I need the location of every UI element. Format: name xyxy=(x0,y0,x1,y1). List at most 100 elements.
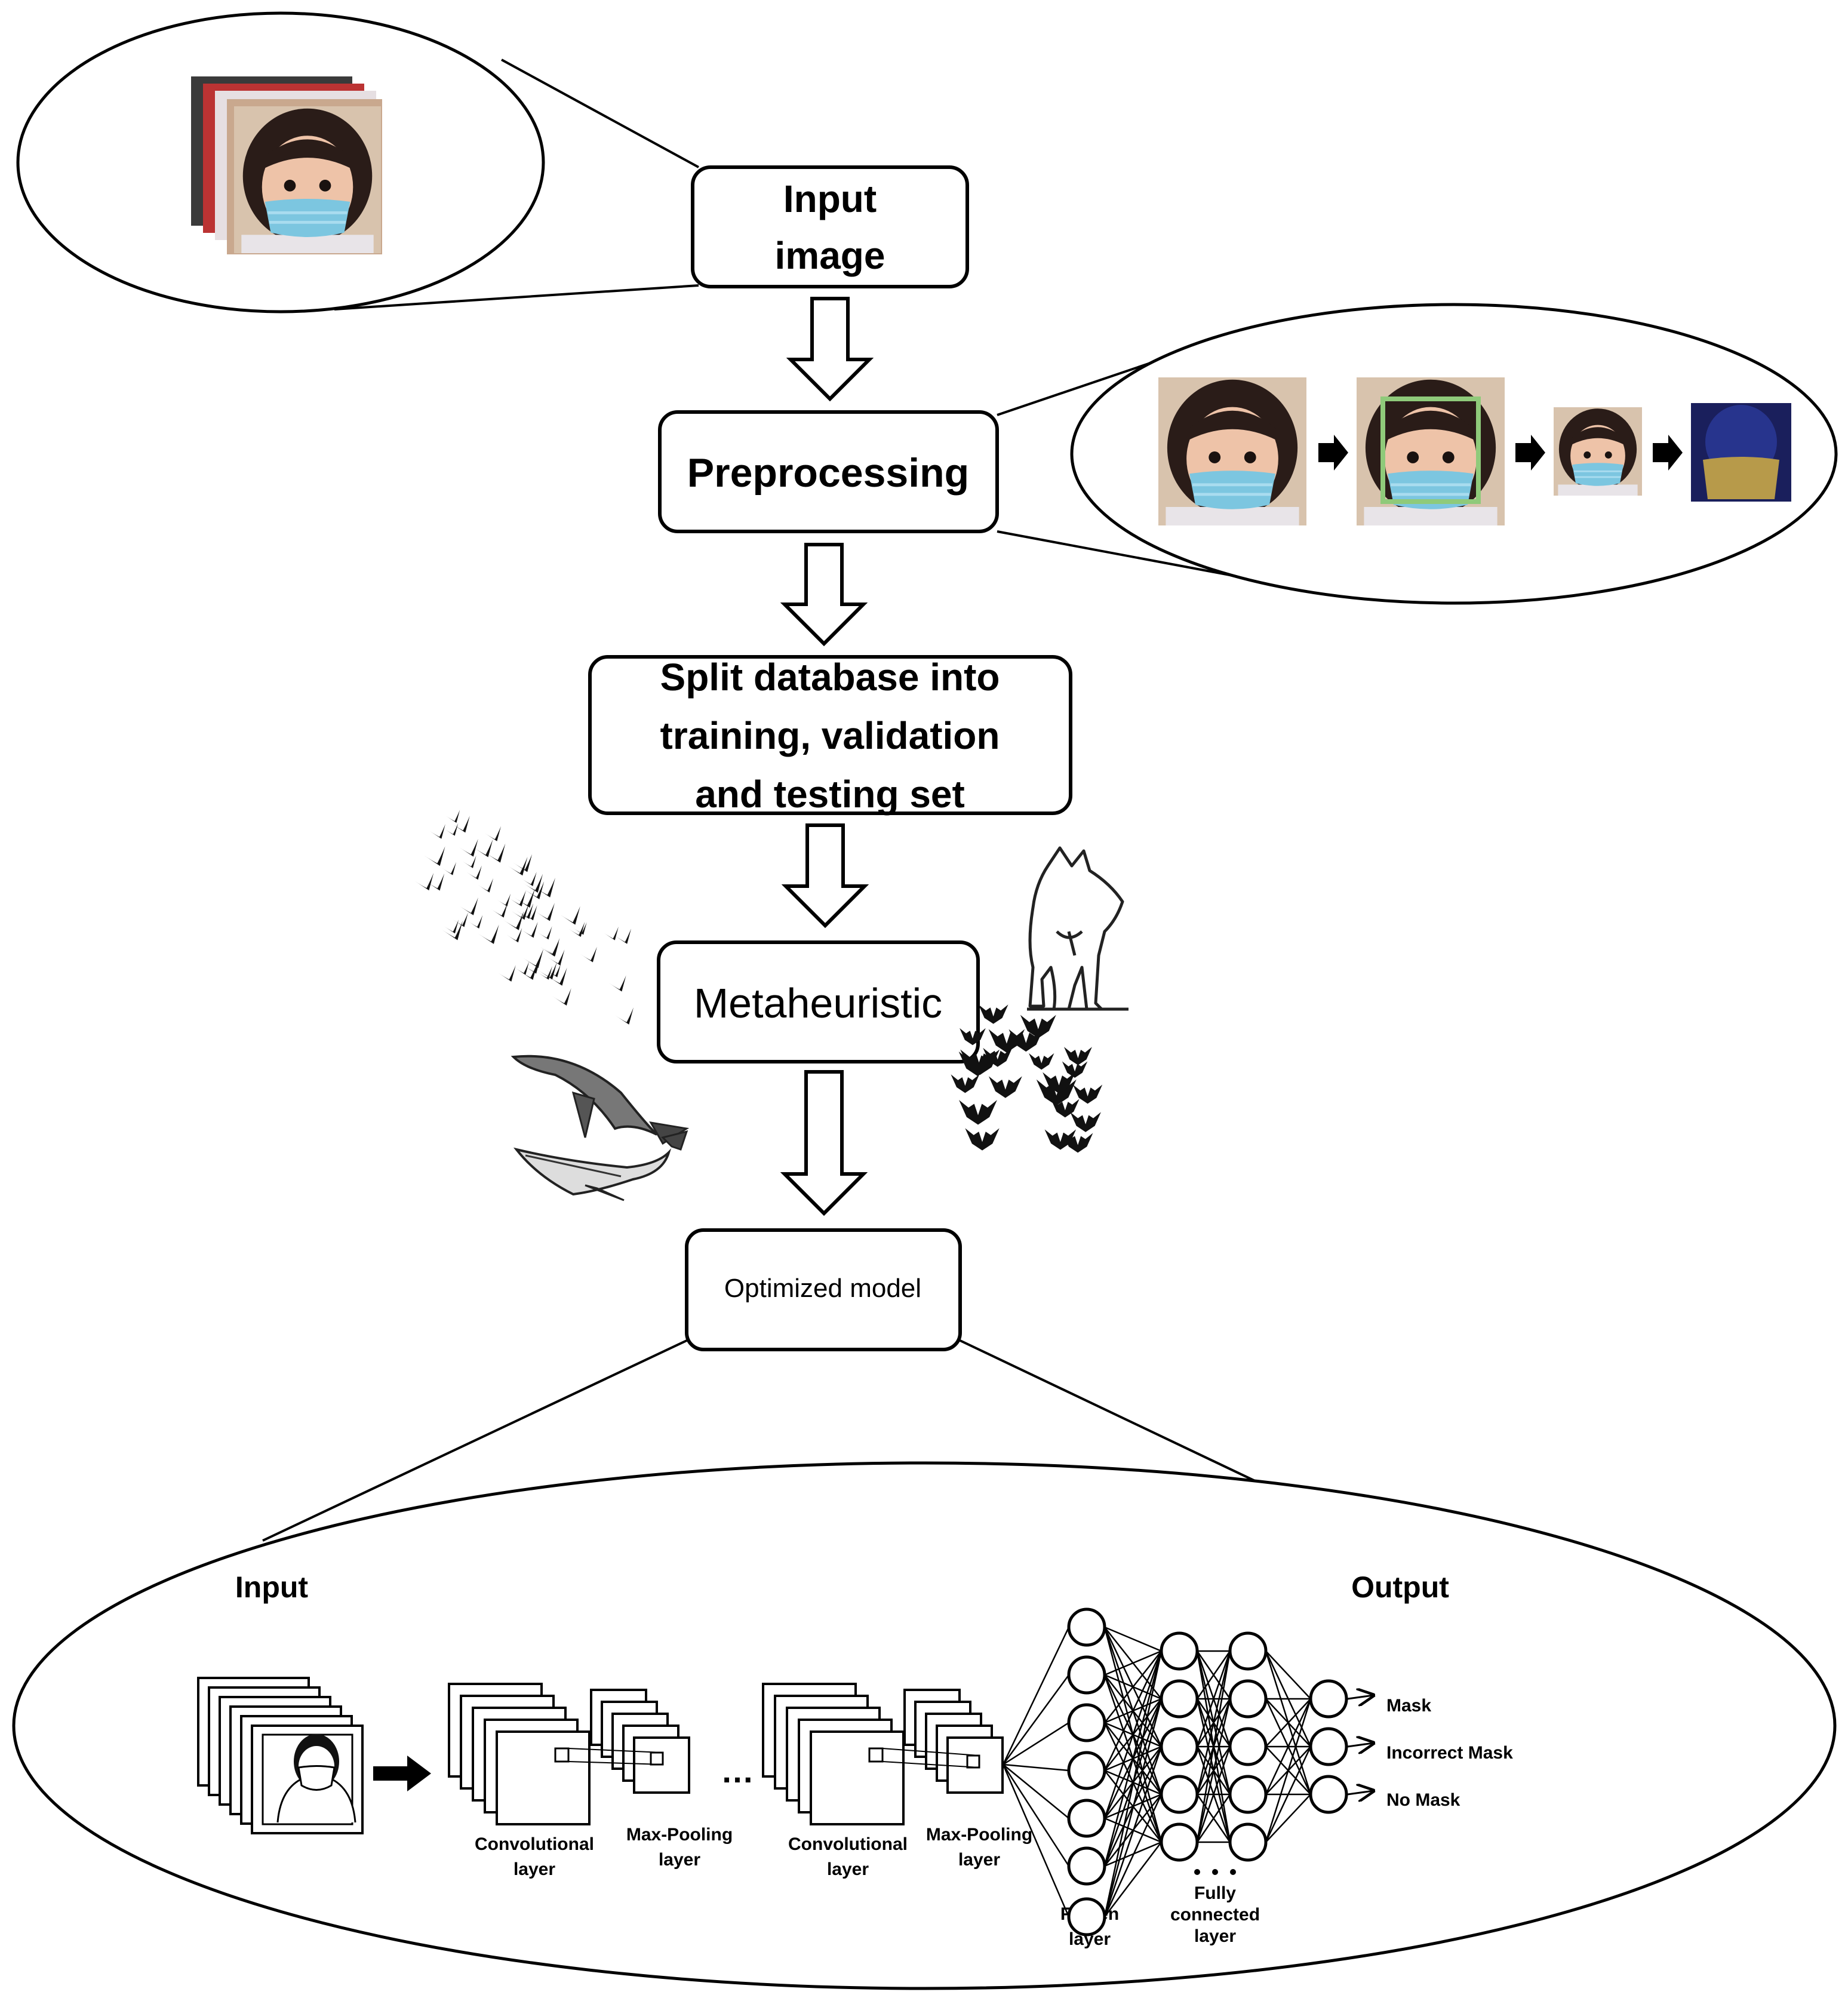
bat-icon xyxy=(951,1074,980,1093)
bird-icon xyxy=(503,911,524,930)
bird-icon xyxy=(538,962,557,980)
input-callout xyxy=(16,11,699,313)
neuron-node xyxy=(1228,1727,1268,1766)
step-arrow-icon xyxy=(1515,435,1545,471)
masked-person-icon xyxy=(262,1733,356,1825)
bird-icon xyxy=(506,927,522,943)
neuron-node xyxy=(1067,1846,1106,1886)
bat-icon xyxy=(960,1028,986,1046)
bird-icon xyxy=(548,967,567,986)
bird-icon xyxy=(535,903,555,921)
bird-icon xyxy=(451,816,470,833)
bird-icon xyxy=(462,855,476,868)
wolf-icon xyxy=(1027,846,1129,1011)
bird-icon xyxy=(473,839,493,857)
conv1-label-1: Convolutional xyxy=(475,1834,594,1854)
bird-icon xyxy=(514,889,535,908)
bats-icon xyxy=(951,1004,1103,1153)
bat-icon xyxy=(988,1076,1022,1098)
flow-arrow-2 xyxy=(780,543,868,647)
fc-label-1: Fully xyxy=(1194,1883,1236,1903)
face-photo-icon xyxy=(191,76,382,254)
neuron-node xyxy=(1228,1822,1268,1862)
bird-icon xyxy=(515,961,530,975)
bird-icon xyxy=(525,881,545,900)
cnn-input-arrow xyxy=(373,1756,431,1791)
cnn-ellipsis: … xyxy=(721,1752,754,1790)
step-arrow-icon xyxy=(1653,435,1683,471)
bird-icon xyxy=(518,962,538,980)
processed-face-icon xyxy=(1691,403,1791,502)
output-incorrect-mask-label: Incorrect Mask xyxy=(1386,1743,1513,1763)
cnn-output-title: Output xyxy=(1351,1570,1449,1604)
neuron-node xyxy=(1309,1775,1348,1814)
bird-icon xyxy=(459,897,478,915)
bird-icon xyxy=(511,903,529,920)
pool1-label-2: layer xyxy=(659,1850,700,1870)
bird-icon xyxy=(414,872,434,891)
pool1-label-1: Max-Pooling xyxy=(626,1825,733,1845)
neuron-node xyxy=(1309,1727,1348,1766)
birds-icon xyxy=(414,810,634,1025)
bird-icon xyxy=(573,922,587,935)
bird-icon xyxy=(513,854,533,872)
bird-icon xyxy=(521,872,537,886)
neuron-node xyxy=(1067,1703,1106,1742)
flow-arrow-4 xyxy=(780,1070,868,1216)
bird-icon xyxy=(485,826,502,841)
bird-icon xyxy=(524,958,540,974)
neuron-node xyxy=(1160,1679,1199,1719)
bat-icon xyxy=(1043,1072,1075,1094)
split-database-node: Split database into training, validation… xyxy=(588,655,1072,816)
bird-icon xyxy=(568,921,585,937)
neuron-node xyxy=(1228,1679,1268,1719)
bat-icon xyxy=(1070,1112,1101,1132)
preprocessing-node: Preprocessing xyxy=(658,410,999,533)
bird-icon xyxy=(478,924,499,944)
bird-icon xyxy=(580,946,597,963)
output-mask-label: Mask xyxy=(1386,1696,1431,1716)
conv-layer-1 xyxy=(448,1683,591,1825)
cnn-callout: Input Output xyxy=(12,1339,1837,1990)
pool2-label-2: layer xyxy=(958,1850,1000,1870)
bird-icon xyxy=(522,949,544,969)
preprocessing-callout xyxy=(997,303,1838,605)
input-image-label-1: Input xyxy=(783,177,877,220)
bird-icon xyxy=(522,874,543,893)
output-arrow xyxy=(1347,1791,1373,1794)
fc-label-3: layer xyxy=(1194,1926,1236,1946)
bird-icon xyxy=(537,966,552,980)
step-arrow-icon xyxy=(1318,435,1348,471)
face-detection-icon xyxy=(1357,377,1505,525)
bird-icon xyxy=(560,906,580,925)
bat-icon xyxy=(960,1049,1000,1075)
neuron-node xyxy=(1067,1751,1106,1790)
bird-icon xyxy=(445,810,460,823)
bird-icon xyxy=(615,1007,634,1025)
bird-icon xyxy=(608,975,626,992)
bird-icon xyxy=(459,838,478,857)
bird-icon xyxy=(604,926,619,940)
output-no-mask-label: No Mask xyxy=(1386,1790,1460,1810)
bird-icon xyxy=(485,843,506,863)
bird-icon xyxy=(534,877,555,897)
neuron-node xyxy=(1067,1655,1106,1695)
input-image-stack xyxy=(197,1677,364,1834)
bat-icon xyxy=(1050,1099,1080,1118)
bird-icon xyxy=(521,921,538,938)
split-label-2: training, validation xyxy=(660,714,1000,757)
bat-icon xyxy=(978,1004,1008,1024)
pool2-label-1: Max-Pooling xyxy=(926,1825,1032,1845)
bird-icon xyxy=(468,915,483,929)
neuron-node xyxy=(1160,1822,1199,1862)
pool-layer-1 xyxy=(568,1689,690,1794)
bird-icon xyxy=(444,823,459,836)
ellipsis-dot xyxy=(1230,1869,1236,1875)
preprocessing-label: Preprocessing xyxy=(687,450,969,496)
conv1-label-2: layer xyxy=(513,1859,555,1879)
bat-icon xyxy=(959,1100,997,1125)
neuron-node xyxy=(1067,1799,1106,1838)
bird-icon xyxy=(521,905,537,921)
